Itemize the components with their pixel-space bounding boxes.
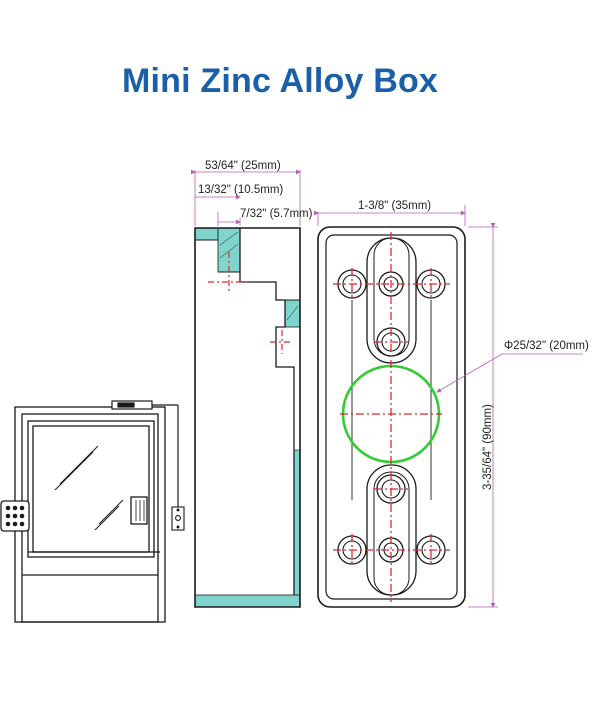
front-center-lines <box>333 232 450 602</box>
dimension-depth-step: 13/32" (10.5mm) <box>198 184 283 196</box>
width-dimension <box>314 205 466 226</box>
door-glass-panel <box>27 420 155 558</box>
side-section-view <box>194 227 301 608</box>
door-handle <box>130 496 148 525</box>
exit-button-icon <box>171 506 185 531</box>
dimension-width: 1-3/8" (35mm) <box>358 200 431 212</box>
glass-reflection-2 <box>94 505 120 531</box>
keypad-icon <box>0 500 30 532</box>
dimension-hole-diameter: Φ25/32" (20mm) <box>504 340 589 352</box>
dimension-depth-lip: 7/32" (5.7mm) <box>240 208 313 220</box>
dimension-height: 3-35/64" (90mm) <box>482 404 494 490</box>
door-frame-inner <box>21 413 159 623</box>
diameter-leader <box>436 353 583 393</box>
dimension-depth-total: 53/64" (25mm) <box>205 160 281 172</box>
magnetic-lock-icon <box>111 400 179 507</box>
door-frame-outer <box>14 406 166 623</box>
page-title: Mini Zinc Alloy Box <box>121 62 439 100</box>
height-dimension <box>468 223 498 608</box>
glass-reflection-1 <box>54 451 94 491</box>
door-glass-inner <box>32 425 150 553</box>
depth-dimensions <box>191 169 301 226</box>
door-illustration-icon <box>14 406 166 623</box>
